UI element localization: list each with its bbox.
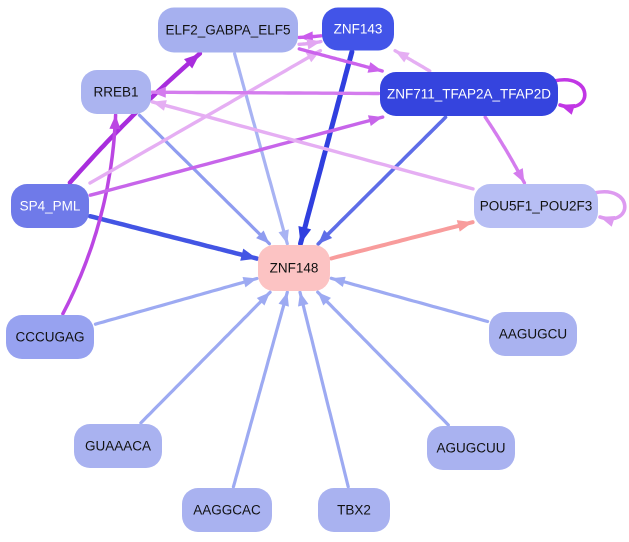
edge-aaggcac-znf148-arrowhead bbox=[278, 292, 289, 307]
node-rreb1[interactable]: RREB1 bbox=[81, 70, 151, 114]
edge-aaggcac-znf148[interactable] bbox=[231, 290, 289, 489]
node-elf2-shape[interactable] bbox=[158, 7, 298, 53]
edge-znf711-znf711[interactable] bbox=[552, 77, 587, 109]
edge-agugcuu-znf148[interactable] bbox=[316, 290, 450, 427]
node-znf148[interactable]: ZNF148 bbox=[258, 245, 330, 291]
edge-cccugag-rreb1[interactable] bbox=[61, 113, 118, 316]
edge-pou5f1-rreb1[interactable] bbox=[150, 100, 475, 191]
edge-cccugag-znf148-arrowhead bbox=[242, 276, 257, 288]
edge-layer bbox=[61, 31, 627, 489]
edge-sp4-elf2-arrowhead bbox=[183, 53, 200, 69]
node-cccugag[interactable]: CCCUGAG bbox=[6, 315, 94, 359]
edge-sp4-znf711[interactable] bbox=[88, 115, 385, 197]
edge-aagugcu-znf148-arrowhead bbox=[331, 276, 346, 288]
edge-znf711-rreb1-arrowhead bbox=[152, 86, 166, 98]
node-rreb1-shape[interactable] bbox=[81, 70, 151, 114]
edge-sp4-znf711-arrowhead bbox=[367, 115, 383, 126]
edge-znf148-pou5f1-arrowhead bbox=[456, 220, 473, 232]
node-elf2[interactable]: ELF2_GABPA_ELF5 bbox=[158, 7, 298, 53]
edge-znf711-znf148[interactable] bbox=[316, 115, 448, 246]
edge-znf711-rreb1[interactable] bbox=[150, 90, 381, 96]
node-guaaaca-shape[interactable] bbox=[74, 424, 162, 468]
node-aaggcac[interactable]: AAGGCAC bbox=[182, 488, 272, 532]
edge-sp4-znf148-arrowhead bbox=[240, 248, 257, 261]
edge-tbx2-znf148[interactable] bbox=[298, 290, 350, 489]
edge-elf2-znf711-arrowhead bbox=[367, 62, 383, 73]
edge-sp4-elf2[interactable] bbox=[67, 51, 203, 185]
edge-cccugag-rreb1-arrowhead bbox=[109, 115, 121, 130]
node-aagugcu[interactable]: AAGUGCU bbox=[489, 312, 577, 356]
edge-tbx2-znf148-arrowhead bbox=[298, 292, 309, 307]
edge-znf711-znf711-arrowhead bbox=[560, 103, 576, 115]
node-znf711-shape[interactable] bbox=[380, 72, 558, 116]
node-znf148-shape[interactable] bbox=[258, 245, 330, 291]
edge-cccugag-znf148[interactable] bbox=[93, 276, 259, 326]
node-tbx2-shape[interactable] bbox=[318, 488, 390, 532]
edge-znf148-pou5f1[interactable] bbox=[329, 220, 475, 261]
node-pou5f1[interactable]: POU5F1_POU2F3 bbox=[474, 184, 598, 228]
edge-pou5f1-pou5f1[interactable] bbox=[592, 189, 627, 221]
edge-elf2-znf148-arrowhead bbox=[278, 229, 289, 244]
edge-znf711-pou5f1-arrowhead bbox=[513, 168, 525, 183]
node-guaaaca[interactable]: GUAAACA bbox=[74, 424, 162, 468]
node-znf711[interactable]: ZNF711_TFAP2A_TFAP2D bbox=[380, 72, 558, 116]
node-sp4[interactable]: SP4_PML bbox=[11, 184, 89, 228]
edge-sp4-znf148[interactable] bbox=[87, 213, 260, 261]
edge-znf711-znf143-arrowhead bbox=[395, 50, 410, 63]
edge-rreb1-znf148-arrowhead bbox=[256, 230, 270, 244]
node-agugcuu[interactable]: AGUGCUU bbox=[427, 426, 515, 470]
node-pou5f1-shape[interactable] bbox=[474, 184, 598, 228]
node-agugcuu-shape[interactable] bbox=[427, 426, 515, 470]
edge-aagugcu-znf148[interactable] bbox=[329, 276, 490, 324]
node-tbx2[interactable]: TBX2 bbox=[318, 488, 390, 532]
node-cccugag-shape[interactable] bbox=[6, 315, 94, 359]
node-aagugcu-shape[interactable] bbox=[489, 312, 577, 356]
node-sp4-shape[interactable] bbox=[11, 184, 89, 228]
edge-pou5f1-rreb1-arrowhead bbox=[152, 100, 167, 111]
edge-znf711-znf148-arrowhead bbox=[318, 230, 333, 244]
edge-guaaaca-znf148[interactable] bbox=[139, 290, 272, 425]
node-aaggcac-shape[interactable] bbox=[182, 488, 272, 532]
edge-rreb1-znf148[interactable] bbox=[137, 113, 271, 246]
edge-agugcuu-znf148-arrowhead bbox=[317, 292, 331, 306]
edge-pou5f1-pou5f1-arrowhead bbox=[600, 215, 616, 227]
node-znf143[interactable]: ZNF143 bbox=[322, 7, 394, 51]
edge-elf2-znf711[interactable] bbox=[297, 47, 384, 73]
node-znf143-shape[interactable] bbox=[322, 7, 394, 51]
edge-guaaaca-znf148-arrowhead bbox=[256, 292, 271, 306]
edge-elf2-znf143-arrowhead bbox=[306, 38, 321, 50]
edge-znf143-znf148-arrowhead bbox=[298, 225, 312, 244]
